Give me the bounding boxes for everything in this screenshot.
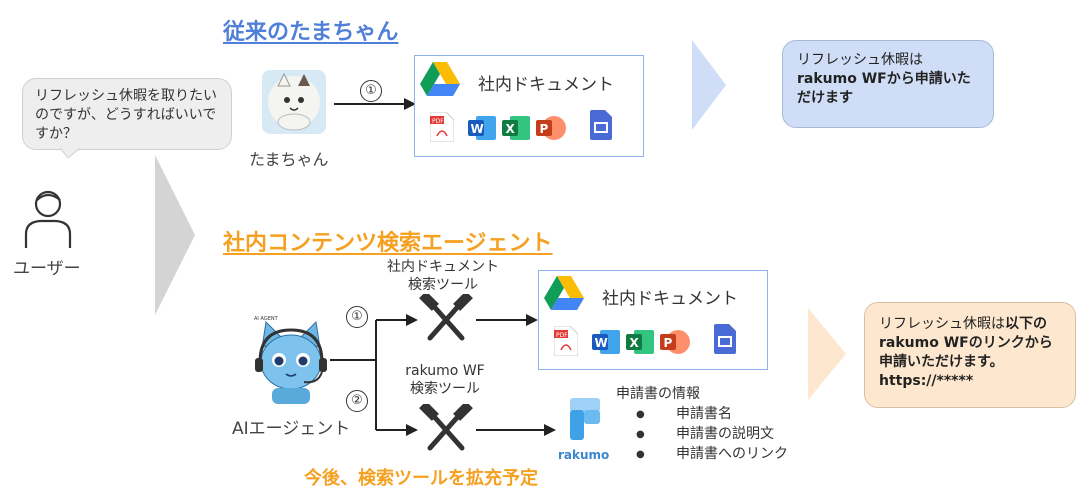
- bottom-excel-icon: X: [626, 330, 654, 354]
- excel-icon: X: [502, 116, 530, 140]
- top-arrow: [334, 98, 416, 110]
- user-icon: [24, 190, 72, 248]
- user-question-bubble: リフレッシュ休暇を取りたいのですが、どうすればいいですか？: [22, 78, 232, 150]
- rakumo-logo-text: rakumo: [558, 448, 610, 462]
- bottom-response-plain: リフレッシュ休暇は: [879, 316, 1005, 332]
- application-info: 申請書の情報 申請書名 申請書の説明文 申請書へのリンク: [616, 384, 788, 465]
- top-step-number: ①: [360, 80, 382, 102]
- blue-chevron: [692, 40, 726, 130]
- user-label: ユーザー: [13, 259, 81, 279]
- bottom-pdf-icon: PDF: [554, 326, 578, 356]
- bottom-word-icon: W: [592, 330, 620, 354]
- info-list: 申請書名 申請書の説明文 申請書へのリンク: [616, 404, 788, 465]
- bottom-google-drive-icon: [544, 276, 584, 310]
- ai-agent-badge: AI AGENT: [254, 316, 278, 322]
- bottom-step1-number: ①: [346, 306, 368, 328]
- info-item-description: 申請書の説明文: [636, 424, 788, 445]
- info-title: 申請書の情報: [616, 386, 700, 402]
- svg-text:W: W: [595, 336, 608, 350]
- google-slides-icon: [590, 110, 612, 140]
- top-response-bold: rakumo WFから申請いただけます: [797, 71, 971, 106]
- top-doc-title: 社内ドキュメント: [478, 75, 614, 95]
- bottom-file-icons: PDF W X P: [554, 324, 754, 360]
- tool2-label: rakumo WF 検索ツール: [390, 362, 500, 398]
- bottom-doc-title: 社内ドキュメント: [602, 289, 738, 309]
- info-item-link: 申請書へのリンク: [636, 444, 788, 465]
- rakumo-logo-icon: [570, 398, 600, 440]
- top-file-icons: PDF W X P: [430, 110, 630, 146]
- user-question-text: リフレッシュ休暇を取りたいのですが、どうすればいいですか？: [35, 88, 217, 142]
- tool2-label-line2: 検索ツール: [410, 381, 480, 397]
- svg-text:X: X: [630, 336, 640, 350]
- user-bubble-tail: [60, 148, 80, 158]
- tama-chan-label: たまちゃん: [249, 150, 329, 169]
- tama-chan-avatar: [262, 70, 326, 134]
- top-section-title: 従来のたまちゃん: [223, 20, 399, 45]
- tool1-arrow: [476, 314, 538, 326]
- word-icon: W: [468, 116, 496, 140]
- future-plan-text: 今後、検索ツールを拡充予定: [304, 468, 538, 489]
- tool2-label-line1: rakumo WF: [405, 363, 485, 379]
- google-drive-icon: [420, 62, 460, 96]
- svg-text:P: P: [540, 122, 549, 136]
- tool1-label-line1: 社内ドキュメント: [387, 259, 499, 275]
- pdf-icon: PDF: [430, 112, 454, 142]
- svg-text:P: P: [664, 336, 673, 350]
- svg-text:PDF: PDF: [432, 118, 444, 125]
- tool2-hammer-icon: [419, 404, 473, 451]
- svg-text:X: X: [506, 122, 516, 136]
- tool1-hammer-icon: [419, 294, 473, 341]
- ai-agent-label: AIエージェント: [232, 419, 351, 439]
- ai-agent-avatar: [255, 320, 327, 404]
- bottom-response-url: https://*****: [879, 373, 974, 389]
- tool1-label: 社内ドキュメント 検索ツール: [378, 258, 508, 294]
- agent-branch-lines: [330, 314, 418, 436]
- top-response-bubble: リフレッシュ休暇は rakumo WFから申請いただけます: [782, 40, 994, 128]
- top-response-text: リフレッシュ休暇は: [797, 52, 923, 68]
- orange-chevron: [808, 308, 846, 400]
- tool2-arrow: [476, 424, 556, 436]
- bottom-google-slides-icon: [714, 324, 736, 354]
- svg-text:W: W: [471, 122, 484, 136]
- info-item-name: 申請書名: [636, 404, 788, 425]
- bottom-powerpoint-icon: P: [660, 330, 690, 354]
- powerpoint-icon: P: [536, 116, 566, 140]
- tool1-label-line2: 検索ツール: [408, 277, 478, 293]
- bottom-step2-number: ②: [346, 390, 368, 412]
- big-gray-chevron: [155, 155, 195, 315]
- bottom-section-title: 社内コンテンツ検索エージェント: [223, 231, 553, 256]
- bottom-response-bold: 以下のrakumo WFのリンクから申請いただけます。: [879, 316, 1053, 370]
- svg-text:PDF: PDF: [556, 332, 568, 339]
- bottom-response-bubble: リフレッシュ休暇は以下のrakumo WFのリンクから申請いただけます。 htt…: [864, 302, 1076, 408]
